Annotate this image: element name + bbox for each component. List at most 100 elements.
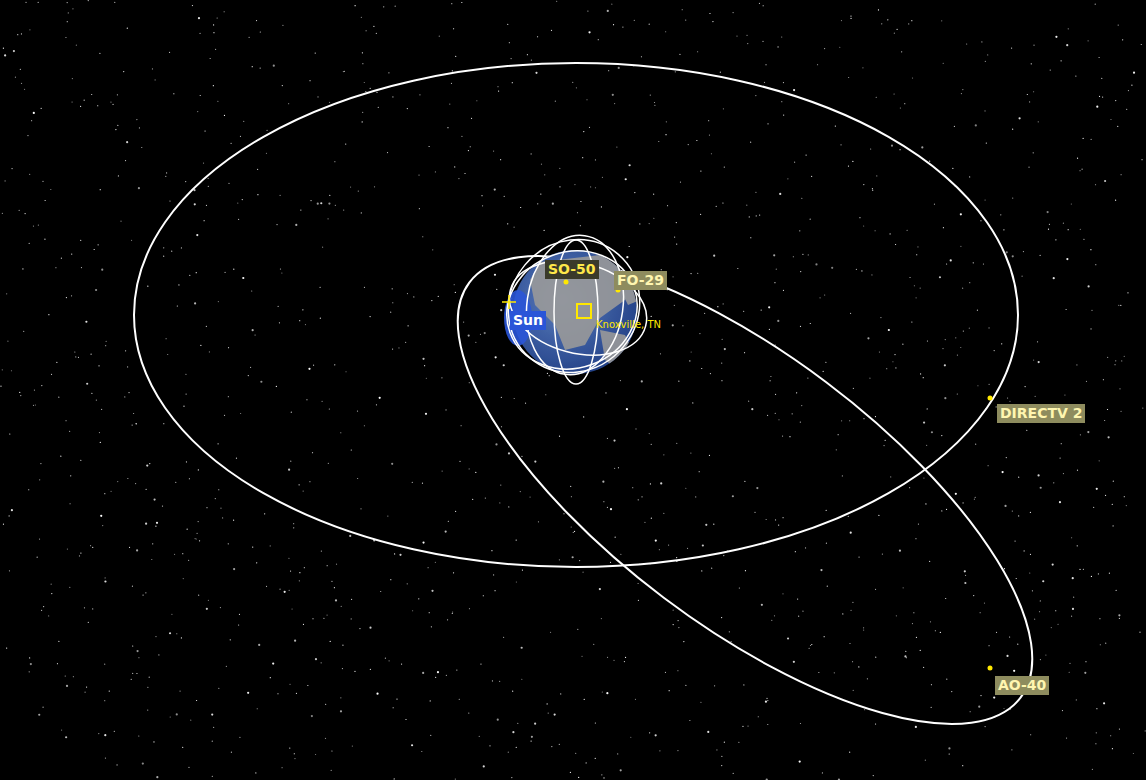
star (365, 91, 366, 92)
star (984, 726, 985, 727)
star (916, 254, 917, 255)
star (904, 655, 906, 657)
star (513, 227, 514, 228)
star (449, 103, 450, 104)
star (908, 23, 909, 24)
star (913, 612, 914, 613)
star (685, 488, 686, 489)
star (431, 300, 432, 301)
star (426, 378, 427, 379)
star (224, 272, 225, 273)
star (697, 273, 698, 274)
star (335, 205, 336, 206)
star (595, 159, 596, 160)
star (233, 520, 234, 521)
star (625, 178, 627, 180)
star (102, 525, 103, 526)
star (329, 195, 330, 196)
star (655, 539, 657, 541)
star (711, 153, 712, 154)
star (595, 187, 596, 188)
star (1095, 264, 1096, 265)
star (1119, 729, 1120, 730)
star (665, 134, 666, 135)
star (198, 17, 200, 19)
star (249, 37, 250, 38)
star (863, 418, 864, 419)
star (470, 146, 471, 147)
star (79, 555, 80, 556)
star (483, 765, 485, 767)
star (6, 293, 7, 294)
star (716, 206, 717, 207)
star (132, 645, 133, 646)
star (171, 614, 172, 615)
star (723, 108, 724, 109)
star (743, 311, 744, 312)
star (315, 53, 316, 54)
star (376, 33, 377, 34)
star (983, 263, 984, 264)
star (61, 258, 62, 259)
star (251, 290, 252, 291)
star (629, 246, 630, 247)
star (1037, 341, 1038, 342)
star (106, 341, 107, 342)
star (1118, 614, 1120, 616)
star (977, 310, 978, 311)
star (521, 679, 522, 680)
star (190, 720, 191, 721)
star (407, 108, 408, 109)
star (359, 628, 360, 629)
star (72, 78, 73, 79)
star (260, 67, 261, 68)
star (295, 224, 297, 226)
star (213, 32, 214, 33)
star (171, 251, 172, 252)
star (92, 547, 93, 548)
star (325, 704, 326, 705)
star (1133, 72, 1135, 74)
star (394, 778, 395, 779)
star (869, 378, 870, 379)
star (48, 615, 49, 616)
star (388, 72, 389, 73)
star (890, 233, 891, 234)
star (218, 489, 219, 490)
star (141, 147, 142, 148)
star (342, 668, 343, 669)
star (230, 143, 231, 144)
star (905, 651, 906, 652)
geo-orbit (134, 63, 1018, 567)
star (163, 256, 164, 257)
star (430, 700, 431, 701)
star (67, 548, 68, 549)
star (468, 334, 470, 336)
star (166, 338, 167, 339)
star (48, 314, 49, 315)
star (618, 467, 619, 468)
star (883, 445, 884, 446)
star (574, 184, 575, 185)
star (355, 5, 356, 6)
star (1023, 251, 1024, 252)
star (126, 141, 128, 143)
star (276, 224, 277, 225)
star (638, 499, 639, 500)
star (464, 173, 465, 174)
star (75, 356, 76, 357)
star (498, 90, 499, 91)
star (872, 190, 873, 191)
star (716, 749, 717, 750)
star (1006, 251, 1008, 253)
star (797, 598, 798, 599)
star (774, 615, 775, 616)
star (674, 305, 675, 306)
star (334, 364, 335, 365)
star (3, 48, 4, 49)
star (827, 586, 828, 587)
star (69, 431, 70, 432)
star (512, 731, 514, 733)
star (238, 624, 239, 625)
star (289, 684, 290, 685)
